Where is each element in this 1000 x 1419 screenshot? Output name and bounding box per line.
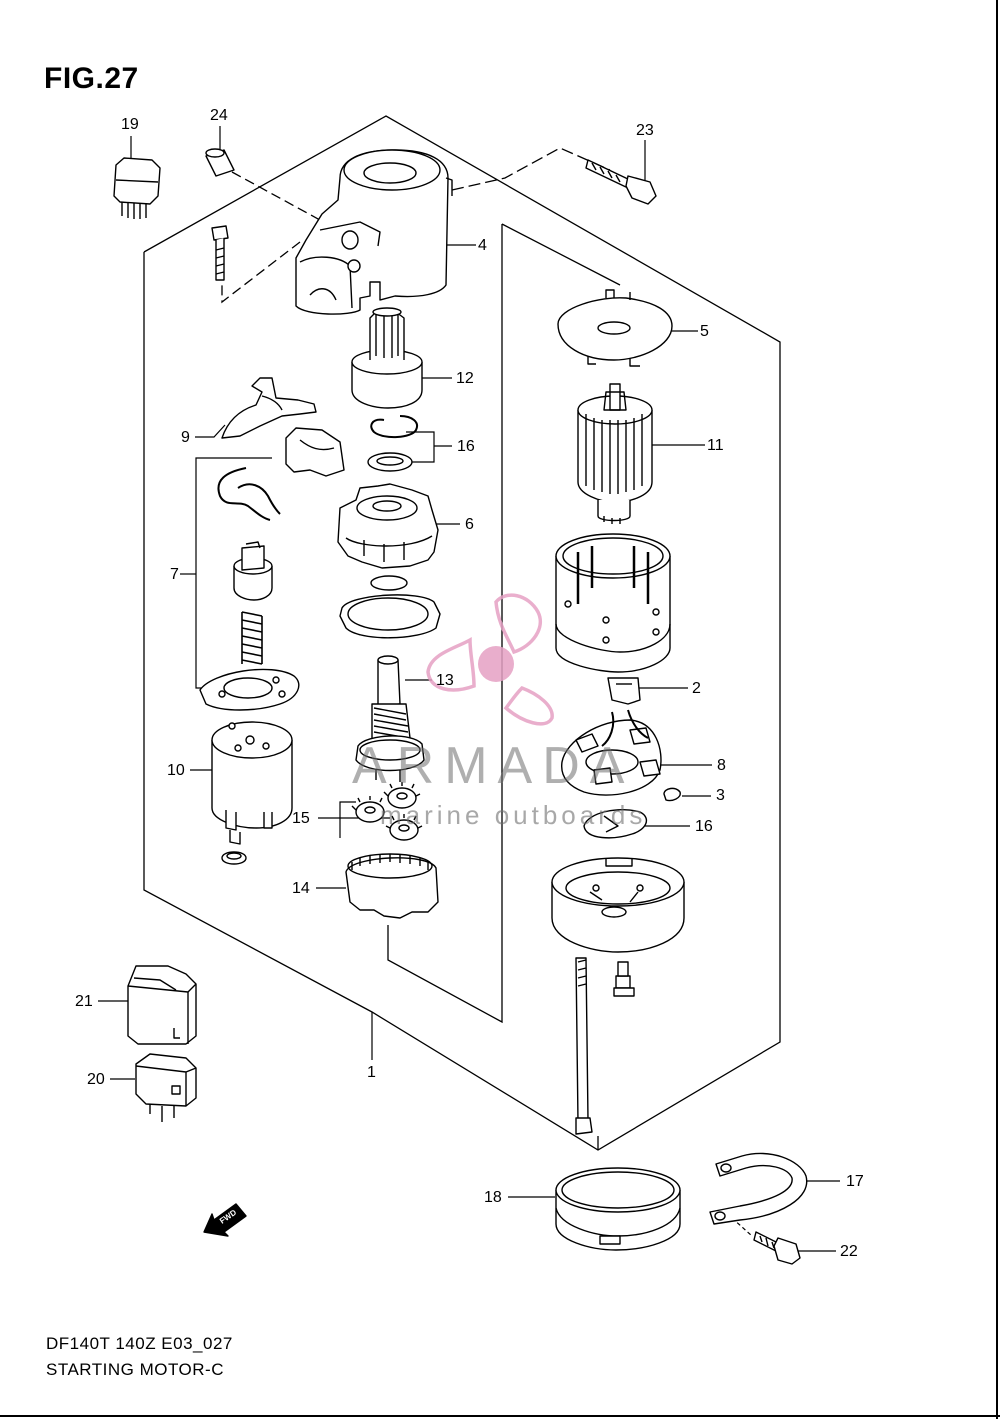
figure-subtitle: STARTING MOTOR-C [46, 1360, 224, 1379]
part-housing-bolt [211, 225, 229, 281]
part-15-planet-gears [351, 782, 423, 841]
part-3-clip [663, 787, 681, 802]
callout-21: 21 [75, 993, 93, 1010]
callout-6: 6 [465, 516, 474, 533]
callout-16-lower: 16 [695, 818, 713, 835]
part-end-cover [551, 857, 685, 953]
callout-24: 24 [210, 107, 228, 124]
watermark-logo [426, 593, 554, 726]
callout-17: 17 [846, 1173, 864, 1190]
callout-18: 18 [484, 1189, 502, 1206]
callout-23: 23 [636, 122, 654, 139]
callout-9: 9 [181, 429, 190, 446]
figure-title: FIG.27 [44, 62, 139, 95]
frame-bottom-border [0, 1415, 1000, 1417]
part-plunger [233, 541, 273, 601]
callout-2: 2 [692, 680, 701, 697]
part-24-bushing [205, 148, 235, 177]
part-5-end-plate [557, 289, 673, 367]
part-8-brush-holder [561, 709, 662, 796]
callout-20: 20 [87, 1071, 105, 1088]
part-19-connector [113, 157, 161, 219]
part-18-band [555, 1167, 681, 1251]
part-16-clip-upper [367, 415, 418, 472]
callout-7: 7 [170, 566, 179, 583]
callout-13: 13 [436, 672, 454, 689]
part-20-relay [135, 1053, 197, 1122]
part-11-armature [577, 383, 653, 524]
callout-3: 3 [716, 787, 725, 804]
callout-19: 19 [121, 116, 139, 133]
part-12-pinion [351, 307, 423, 409]
part-6-gear-holder [337, 483, 439, 569]
callout-1: 1 [367, 1064, 376, 1081]
part-21-relay [127, 965, 197, 1045]
part-gasket-ring [339, 594, 441, 639]
part-gasket-plate [199, 668, 300, 711]
part-13-output-shaft [355, 655, 425, 782]
part-spring [241, 611, 263, 665]
part-small-screw [613, 961, 635, 997]
watermark-tagline: marine outboards [380, 800, 647, 830]
assembly-outline [143, 115, 781, 1151]
fwd-arrow-icon [203, 1203, 247, 1237]
callout-22: 22 [840, 1243, 858, 1260]
callout-10: 10 [167, 762, 185, 779]
callout-16-upper: 16 [457, 438, 475, 455]
part-2-lead [607, 677, 641, 705]
part-4-housing [295, 149, 453, 315]
part-9-shift-lever [221, 377, 317, 439]
part-14-ring-gear [345, 853, 439, 919]
part-17-bracket [709, 1152, 808, 1225]
part-through-bolt [575, 957, 593, 1135]
part-22-bolt [753, 1231, 801, 1265]
part-7-spring-clip [217, 427, 345, 521]
callout-15: 15 [292, 810, 310, 827]
callout-4: 4 [478, 237, 487, 254]
part-23-bolt [585, 159, 657, 205]
part-yoke [555, 533, 671, 673]
part-washer [370, 575, 408, 591]
part-10-solenoid [211, 721, 293, 865]
callout-11: 11 [707, 437, 724, 454]
model-code: DF140T 140Z E03_027 [46, 1334, 233, 1353]
callout-5: 5 [700, 323, 709, 340]
callout-12: 12 [456, 370, 474, 387]
part-16-clip-lower [583, 809, 648, 839]
watermark-brand: ARMADA [352, 737, 635, 795]
frame-right-border [996, 0, 998, 1419]
callout-8: 8 [717, 757, 726, 774]
callout-14: 14 [292, 880, 310, 897]
